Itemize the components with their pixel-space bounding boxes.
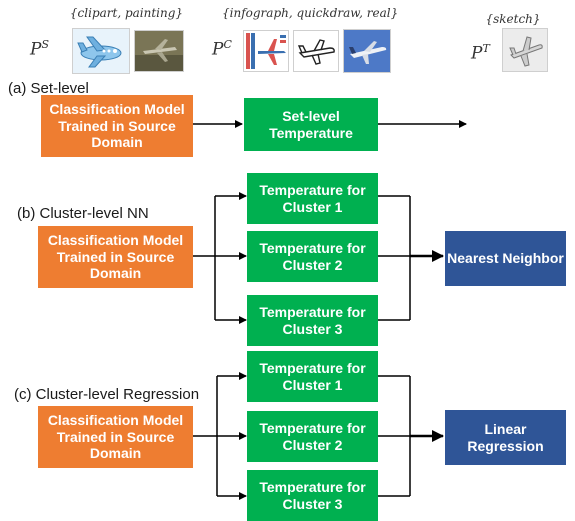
- target-distribution-symbol: PT: [471, 42, 490, 64]
- source-distribution-symbol: PS: [30, 38, 49, 60]
- cluster-regression-temp-1: Temperature for Cluster 1: [247, 351, 378, 402]
- temperature-box-set-level: Set-level Temperature: [244, 98, 378, 151]
- section-a-label: (a) Set-level: [8, 80, 89, 97]
- infograph-airplane-icon: [243, 30, 289, 72]
- real-airplane-icon: [343, 29, 391, 73]
- cluster-nn-temp-3: Temperature for Cluster 3: [247, 295, 378, 346]
- sketch-airplane-icon: [502, 28, 548, 72]
- nearest-neighbor-box: Nearest Neighbor: [445, 231, 566, 286]
- linear-regression-box: Linear Regression: [445, 410, 566, 465]
- section-c-label: (c) Cluster-level Regression: [14, 386, 200, 403]
- cluster-regression-temp-3: Temperature for Cluster 3: [247, 470, 378, 521]
- painting-airplane-icon: [134, 30, 184, 72]
- model-box-cluster-regression: Classification Model Trained in Source D…: [38, 406, 193, 468]
- calibration-distribution-symbol: PC: [212, 38, 232, 60]
- cluster-nn-temp-1: Temperature for Cluster 1: [247, 173, 378, 224]
- target-set-label: {sketch}: [485, 12, 541, 26]
- calibration-set-label: {infograph, quickdraw, real}: [222, 6, 399, 20]
- section-b-label: (b) Cluster-level NN: [17, 205, 149, 222]
- model-box-set-level: Classification Model Trained in Source D…: [41, 95, 193, 157]
- cluster-regression-temp-2: Temperature for Cluster 2: [247, 411, 378, 462]
- model-box-cluster-nn: Classification Model Trained in Source D…: [38, 226, 193, 288]
- quickdraw-airplane-icon: [293, 30, 339, 72]
- source-set-label: {clipart, painting}: [69, 6, 184, 20]
- clipart-airplane-icon: [72, 28, 130, 74]
- cluster-nn-temp-2: Temperature for Cluster 2: [247, 231, 378, 282]
